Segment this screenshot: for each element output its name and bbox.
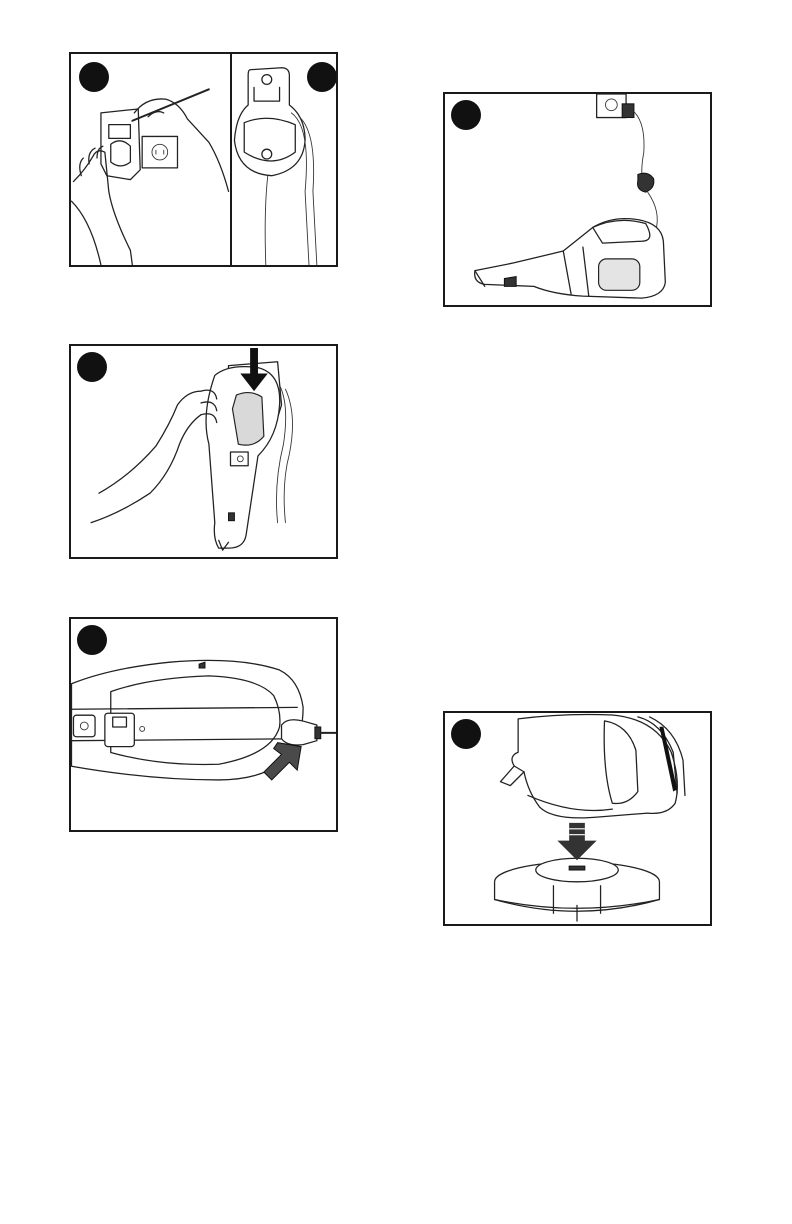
step-badge	[77, 352, 107, 382]
step-badge	[451, 100, 481, 130]
vacuum-top-view-icon	[71, 619, 336, 830]
step-badge	[451, 719, 481, 749]
wall-bracket-icon	[71, 54, 336, 265]
step-badge	[307, 62, 337, 92]
vacuum-on-base-icon	[445, 713, 710, 924]
hand-docking-vacuum-icon	[71, 346, 336, 557]
figure-charger-plug-in	[443, 92, 712, 307]
figure-place-on-base	[443, 711, 712, 926]
figure-wall-mount	[69, 52, 338, 267]
figure-connect-charger-plug	[69, 617, 338, 832]
figure-insert-into-bracket	[69, 344, 338, 559]
step-badge	[77, 625, 107, 655]
vacuum-charging-icon	[445, 94, 710, 305]
step-badge	[79, 62, 109, 92]
